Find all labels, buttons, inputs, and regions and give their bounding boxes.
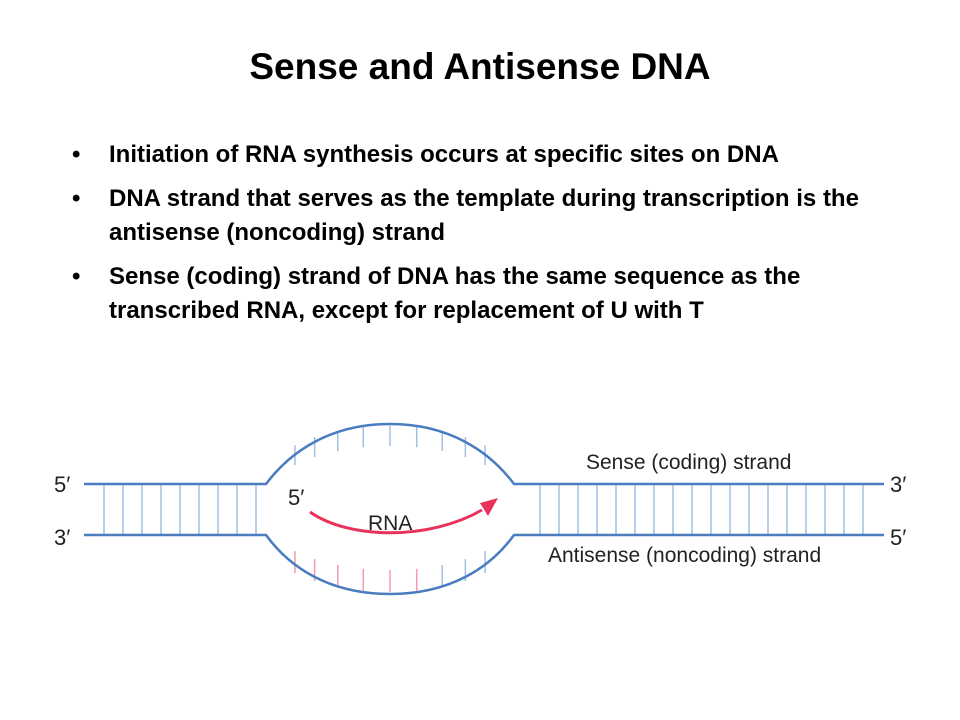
- rna-transcript-group: [309, 498, 498, 535]
- bullet-text: Initiation of RNA synthesis occurs at sp…: [109, 141, 779, 168]
- top-left-5prime-label: 5′: [54, 472, 70, 497]
- slide-title: Sense and Antisense DNA: [249, 46, 711, 87]
- bullet-item: • DNA strand that serves as the template…: [72, 182, 902, 250]
- transcription-bubble-diagram: 5′ 3′ 3′ 5′ 5′ RNA Sense (coding) strand…: [54, 422, 906, 596]
- bottom-right-5prime-label: 5′: [890, 525, 906, 550]
- bullet-dot-icon: •: [72, 263, 81, 290]
- rna-label: RNA: [368, 512, 412, 535]
- rna-5prime-label: 5′: [288, 485, 304, 510]
- bullet-dot-icon: •: [72, 141, 81, 168]
- sense-strand-label: Sense (coding) strand: [586, 451, 791, 474]
- rna-strand: [309, 508, 483, 535]
- antisense-strand-label: Antisense (noncoding) strand: [548, 544, 821, 567]
- bullet-text: Sense (coding) strand of DNA has the sam…: [109, 263, 801, 324]
- sense-dna-strand: [84, 422, 884, 486]
- rna-arrowhead-icon: [480, 498, 498, 516]
- top-right-3prime-label: 3′: [890, 472, 906, 497]
- bullet-dot-icon: •: [72, 185, 81, 212]
- bullet-item: • Sense (coding) strand of DNA has the s…: [72, 260, 902, 328]
- dna-strands-group: [84, 422, 884, 596]
- bottom-left-3prime-label: 3′: [54, 525, 70, 550]
- bullet-item: • Initiation of RNA synthesis occurs at …: [72, 138, 902, 172]
- bullet-list: • Initiation of RNA synthesis occurs at …: [72, 138, 902, 338]
- bullet-text: DNA strand that serves as the template d…: [109, 185, 859, 246]
- antisense-dna-strand: [84, 533, 884, 596]
- base-pairs-group: [103, 426, 864, 592]
